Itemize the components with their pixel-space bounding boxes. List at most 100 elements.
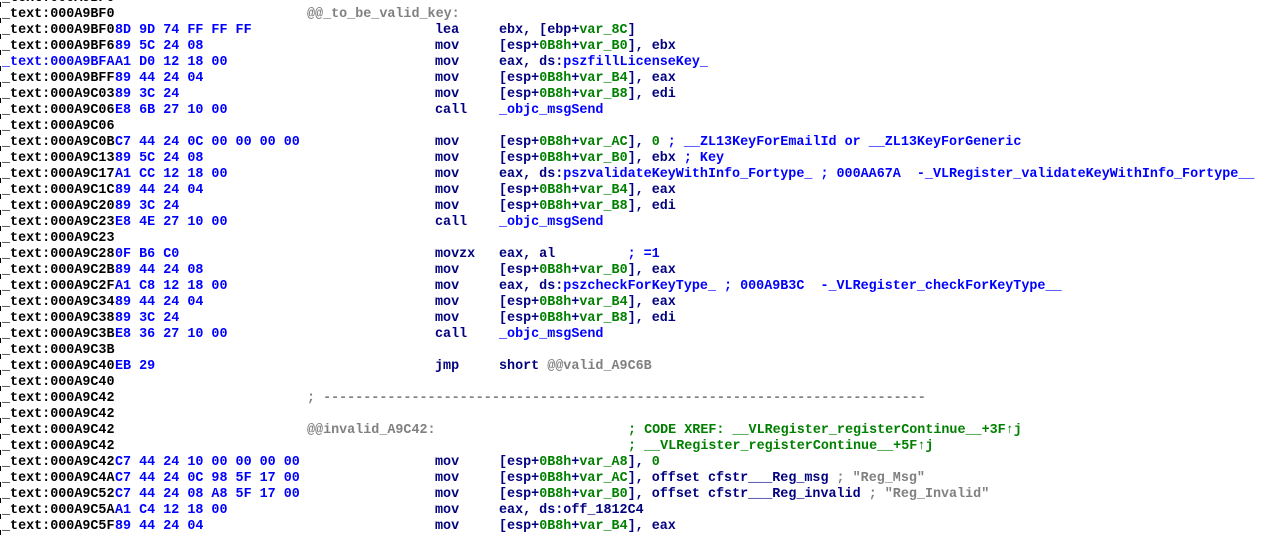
instruction-mnemonic[interactable]: mov <box>435 311 460 326</box>
line-address[interactable]: _text:000A9C4A <box>2 471 115 486</box>
instruction-mnemonic[interactable]: mov <box>435 55 460 70</box>
instruction-operands[interactable]: [esp+0B8h+var_B0], ebx ; Key <box>499 151 724 167</box>
line-address[interactable]: _text:000A9C42 <box>2 439 115 454</box>
instruction-mnemonic[interactable]: mov <box>435 39 460 54</box>
listing-line[interactable]: _text:000A9C40 <box>0 375 1277 391</box>
instruction-mnemonic[interactable]: mov <box>435 199 460 214</box>
line-address[interactable]: _text:000A9BFA <box>2 55 115 70</box>
line-address[interactable]: _text:000A9BF0 <box>2 0 115 7</box>
line-address[interactable]: _text:000A9C20 <box>2 199 115 214</box>
instruction-operands[interactable]: [esp+0B8h+var_B8], edi <box>499 199 676 215</box>
instruction-mnemonic[interactable]: mov <box>435 167 460 182</box>
line-address[interactable]: _text:000A9C40 <box>2 375 115 390</box>
instruction-mnemonic[interactable]: mov <box>435 519 460 534</box>
line-address[interactable]: _text:000A9C52 <box>2 487 115 502</box>
line-address[interactable]: _text:000A9C03 <box>2 87 115 102</box>
instruction-mnemonic[interactable]: call <box>435 103 468 118</box>
line-address[interactable]: _text:000A9C23 <box>2 215 115 230</box>
instruction-operands[interactable]: [esp+0B8h+var_B4], eax <box>499 183 676 199</box>
listing-line[interactable]: _text:000A9BF0@@_to_be_valid_key: <box>0 7 1277 23</box>
instruction-operands[interactable]: eax, ds:pszcheckForKeyType_ ; 000A9B3C -… <box>499 279 1062 295</box>
line-address[interactable]: _text:000A9C42 <box>2 455 115 470</box>
instruction-operands[interactable]: eax, ds:off_1812C4 <box>499 503 644 519</box>
code-label[interactable]: @@invalid_A9C42: <box>307 423 436 438</box>
instruction-mnemonic[interactable]: jmp <box>435 359 460 374</box>
line-address[interactable]: _text:000A9C42 <box>2 423 115 438</box>
instruction-mnemonic[interactable]: mov <box>435 87 460 102</box>
listing-line[interactable]: _text:000A9BF0 <box>0 0 1277 7</box>
line-address[interactable]: _text:000A9C5A <box>2 503 115 518</box>
line-address[interactable]: _text:000A9C2F <box>2 279 115 294</box>
line-address[interactable]: _text:000A9C06 <box>2 103 115 118</box>
instruction-operands[interactable]: [esp+0B8h+var_AC], 0 ; __ZL13KeyForEmail… <box>499 135 1021 151</box>
listing-line[interactable]: _text:000A9C3B <box>0 343 1277 359</box>
instruction-mnemonic[interactable]: mov <box>435 135 460 150</box>
instruction-mnemonic[interactable]: lea <box>435 23 460 38</box>
instruction-operands[interactable]: [esp+0B8h+var_B0], offset cfstr___Reg_in… <box>499 487 989 503</box>
listing-line[interactable]: _text:000A9C42 @@invalid_A9C42: ; CODE XRE… <box>0 423 1277 439</box>
instruction-mnemonic[interactable]: mov <box>435 279 460 294</box>
instruction-operands[interactable]: eax, ds:pszvalidateKeyWithInfo_Fortype_ … <box>499 167 1254 183</box>
line-address[interactable]: _text:000A9BF0 <box>2 7 115 22</box>
line-address[interactable]: _text:000A9C1C <box>2 183 115 198</box>
line-address[interactable]: _text:000A9C42 <box>2 407 115 422</box>
instruction-operands[interactable]: short @@valid_A9C6B <box>499 359 652 375</box>
line-address[interactable]: _text:000A9C2B <box>2 263 115 278</box>
listing-line[interactable]: _text:000A9C42; ------------------------… <box>0 391 1277 407</box>
xref-comment[interactable]: ; CODE XREF: __VLRegister_registerContin… <box>628 423 1022 438</box>
instruction-operands[interactable]: [esp+0B8h+var_B0], eax <box>499 263 676 279</box>
instruction-operands[interactable]: ebx, [ebp+var_8C] <box>499 23 636 39</box>
line-address[interactable]: _text:000A9C0B <box>2 135 115 150</box>
instruction-operands[interactable]: [esp+0B8h+var_B8], edi <box>499 311 676 327</box>
line-address[interactable]: _text:000A9C06 <box>2 119 115 134</box>
instruction-operands[interactable]: [esp+0B8h+var_A8], 0 <box>499 455 660 471</box>
instruction-operands[interactable]: [esp+0B8h+var_B4], eax <box>499 71 676 87</box>
instruction-mnemonic[interactable]: call <box>435 215 468 230</box>
instruction-operands[interactable]: [esp+0B8h+var_B4], eax <box>499 295 676 311</box>
line-address[interactable]: _text:000A9C17 <box>2 167 115 182</box>
listing-line[interactable]: _text:000A9C42; __VLRegister_registerCon… <box>0 439 1277 455</box>
line-address[interactable]: _text:000A9C42 <box>2 391 115 406</box>
instruction-mnemonic[interactable]: mov <box>435 471 460 486</box>
line-address[interactable]: _text:000A9C28 <box>2 247 115 262</box>
instruction-operands[interactable]: [esp+0B8h+var_B8], edi <box>499 87 676 103</box>
line-address[interactable]: _text:000A9C40 <box>2 359 115 374</box>
listing-line[interactable]: _text:000A9C42 <box>0 407 1277 423</box>
instruction-mnemonic[interactable]: mov <box>435 263 460 278</box>
instruction-mnemonic[interactable]: mov <box>435 503 460 518</box>
listing-line[interactable]: _text:000A9C23 <box>0 231 1277 247</box>
line-address[interactable]: _text:000A9C5F <box>2 519 115 534</box>
line-address[interactable]: _text:000A9C23 <box>2 231 115 246</box>
instruction-operands[interactable]: [esp+0B8h+var_B4], eax <box>499 519 676 535</box>
instruction-operands[interactable]: eax, al ; =1 <box>499 247 660 263</box>
instruction-mnemonic[interactable]: mov <box>435 151 460 166</box>
line-address[interactable]: _text:000A9BFF <box>2 71 115 86</box>
instruction-operands[interactable]: eax, ds:pszfillLicenseKey_ <box>499 55 708 71</box>
line-address[interactable]: _text:000A9C3B <box>2 343 115 358</box>
instruction-mnemonic[interactable]: mov <box>435 487 460 502</box>
instruction-operands[interactable]: [esp+0B8h+var_B0], ebx <box>499 39 676 55</box>
line-address[interactable]: _text:000A9C13 <box>2 151 115 166</box>
instruction-operands[interactable]: _objc_msgSend <box>499 215 603 231</box>
